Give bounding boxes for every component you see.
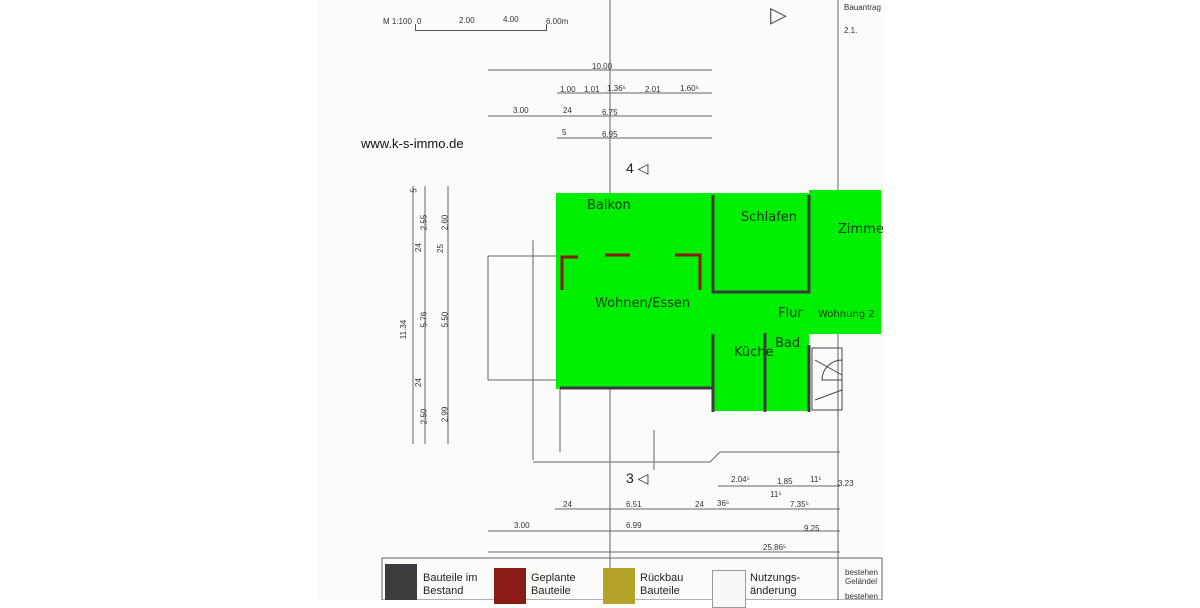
apartment-highlight (556, 190, 881, 411)
header-title: Bauantrag (844, 3, 881, 12)
dim-top: 2.01 (645, 85, 661, 94)
room-label-schlafen: Schlafen (741, 210, 798, 225)
scale-tick: 6.00m (546, 17, 569, 26)
legend-label: Nutzungs-änderung (750, 572, 801, 597)
room-label-kueche: Küche (734, 345, 774, 360)
room-label-zimmer: Zimmer (838, 222, 883, 237)
legend-note: bestehen (845, 592, 878, 601)
dim-left: 2.99 (440, 406, 450, 423)
dim-bottom: 2.04⁵ (731, 475, 750, 484)
dim-top: 1.01 (584, 85, 600, 94)
section-marker-3: 3 ◁ (626, 470, 649, 486)
dim-bottom: 3.23 (838, 479, 854, 488)
dim-top: 6.95 (602, 130, 618, 139)
legend-swatch-change-of-use (712, 570, 746, 608)
dim-bottom: 11⁵ (770, 490, 782, 499)
dim-top: 10.00 (592, 62, 613, 71)
dim-bottom: 1.85 (777, 477, 793, 486)
legend-swatch-planned (494, 568, 526, 604)
website-link[interactable]: www.k-s-immo.de (361, 136, 464, 151)
dim-left: 25 (435, 244, 445, 253)
legend-note: bestehen Geländel (845, 568, 878, 586)
section-label: 3 (626, 470, 634, 486)
walls (560, 195, 811, 412)
legend-label: Bauteile im Bestand (423, 572, 478, 597)
dim-left: 5 (409, 188, 419, 193)
dim-left: 2.55 (419, 214, 429, 231)
room-label-wohnung-2: Wohnung 2 (818, 309, 875, 320)
dim-bottom: 24 (695, 500, 704, 509)
dim-bottom: 6.51 (626, 500, 642, 509)
staircase (811, 347, 843, 411)
dim-bottom: 3.00 (514, 521, 530, 530)
section-label: 4 (626, 160, 634, 176)
dim-bottom: 9.25 (804, 524, 820, 533)
dim-left: 24 (413, 243, 423, 252)
room-label-wohnen-essen: Wohnen/Essen (595, 296, 691, 311)
header-number: 2.1. (844, 26, 858, 35)
legend-label: Geplante Bauteile (531, 572, 576, 597)
scale-tick: 0 (417, 17, 422, 26)
north-arrow-icon: ▷ (770, 2, 787, 27)
dim-top: 1.60⁵ (680, 84, 699, 93)
dim-bottom: 7.35⁵ (790, 500, 809, 509)
dim-top: 6.75 (602, 108, 618, 117)
legend-label: Rückbau Bauteile (640, 572, 684, 597)
room-label-balkon: Balkon (587, 198, 631, 213)
dim-left: 5.76 (419, 311, 429, 328)
dim-top: 5 (562, 128, 567, 137)
scale-tick: 4.00 (503, 15, 519, 24)
dim-left: 11.34 (399, 319, 409, 340)
scale-tick: 2.00 (459, 16, 475, 25)
dim-bottom: 6.99 (626, 521, 642, 530)
dim-bottom: 36⁵ (717, 499, 730, 508)
dim-bottom: 24 (563, 500, 572, 509)
dim-top: 1.00 (560, 85, 576, 94)
room-label-flur: Flur (778, 306, 803, 321)
planned-walls (560, 253, 702, 290)
dim-bottom: 11⁵ (810, 475, 822, 484)
legend-swatch-demolition (603, 568, 635, 604)
legend-swatch-existing (385, 564, 417, 600)
dim-bottom: 25.86⁵ (763, 543, 787, 552)
section-marker-4: 4 ◁ (626, 160, 649, 176)
dim-top: 1.36⁵ (607, 84, 626, 93)
dim-left: 2.50 (419, 408, 429, 425)
scale-label: M 1:100 (383, 17, 412, 26)
scale-bar (415, 24, 547, 31)
dim-left: 5.50 (440, 311, 450, 328)
dim-top: 24 (563, 106, 572, 115)
room-label-bad: Bad (775, 336, 801, 351)
dim-top: 3.00 (513, 106, 529, 115)
dim-left: 24 (413, 378, 423, 387)
dim-left: 2.60 (440, 214, 450, 231)
